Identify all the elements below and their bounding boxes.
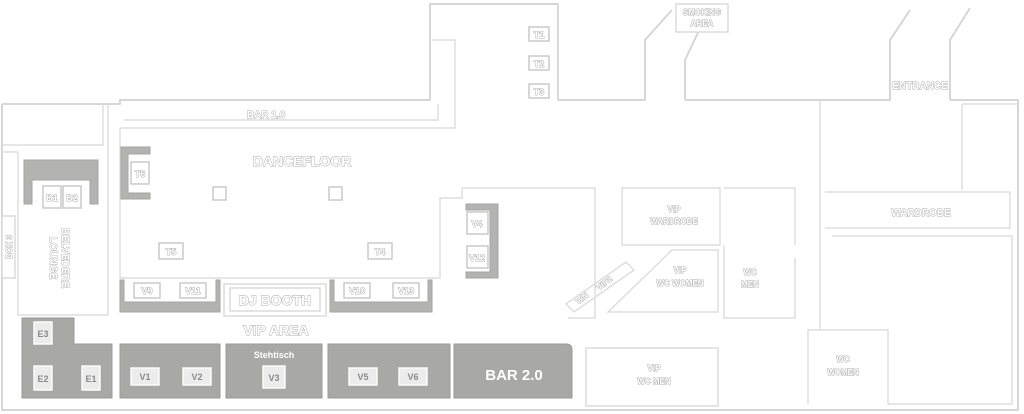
bar-2-label: BAR 2.0 xyxy=(485,367,543,384)
table-V1-label: V1 xyxy=(139,372,150,382)
table-V6-label: V6 xyxy=(407,372,418,382)
vip-wc-women-label-line2: WC WOMEN xyxy=(656,279,703,288)
outer-walls xyxy=(1,3,1019,411)
table-V13[interactable] xyxy=(392,282,420,299)
smoking-area-box xyxy=(675,3,729,33)
table-V1[interactable] xyxy=(130,367,160,386)
vip-wc-men-label-line1: VIP xyxy=(648,364,662,373)
dancefloor-pillar-right xyxy=(328,186,343,201)
table-B2-label: B2 xyxy=(66,193,78,203)
table-T1[interactable] xyxy=(528,26,550,42)
stehtisch-label: Stehtisch xyxy=(254,350,295,360)
table-V13-label: V13 xyxy=(398,286,414,296)
belvedere-label-line1: BELVEDERE xyxy=(59,228,70,289)
table-V9-label: V9 xyxy=(141,286,152,296)
side-room-box xyxy=(1,215,16,279)
wc-women-label-line2: WOMEN xyxy=(827,368,859,377)
table-V3-label: V3 xyxy=(268,373,279,383)
table-V2[interactable] xyxy=(182,367,212,386)
dj-booth-inner[interactable] xyxy=(229,287,321,312)
vip-wc-men-label-line2: WC MEN xyxy=(637,377,671,386)
smoking-area-label-line2: AREA xyxy=(691,19,714,28)
sofa-V9-V11 xyxy=(119,279,221,313)
table-V6[interactable] xyxy=(398,367,428,386)
table-T1-label: T1 xyxy=(534,30,545,40)
table-E2[interactable] xyxy=(33,365,53,391)
wc-men-label-line2: MEN xyxy=(741,280,759,289)
table-V9[interactable] xyxy=(133,282,161,299)
side-room-label: BOX 3 xyxy=(5,234,14,259)
sofa-belvedere xyxy=(23,159,99,205)
vip-wc-women-label-line1: VIP xyxy=(674,266,688,275)
diagonal-bar xyxy=(564,261,636,313)
vip-wardrobe-label-line2: WARDROBE xyxy=(650,217,698,226)
table-B1[interactable] xyxy=(42,185,62,209)
diagonal-label-1: WN xyxy=(574,291,590,306)
table-V2-label: V2 xyxy=(191,372,202,382)
wardrobe-label: WARDROBE xyxy=(891,208,951,219)
table-T6-label: T6 xyxy=(135,169,146,179)
table-V11-label: V11 xyxy=(185,286,201,296)
table-V12-label: V12 xyxy=(469,253,485,263)
vip-wc-men-room xyxy=(585,347,719,407)
table-V3[interactable] xyxy=(262,365,286,389)
bar-1-label: BAR 1.0 xyxy=(247,110,286,121)
entrance-label: ENTRANCE xyxy=(892,81,948,92)
diagonal-label-2: VIP2 xyxy=(595,274,615,292)
table-V10[interactable] xyxy=(343,282,371,299)
table-V4[interactable] xyxy=(466,211,489,235)
table-T5-label: T5 xyxy=(166,247,177,257)
table-V12[interactable] xyxy=(466,245,489,269)
table-V5-label: V5 xyxy=(357,372,368,382)
table-E1[interactable] xyxy=(81,365,101,391)
table-V11[interactable] xyxy=(179,282,207,299)
table-V5[interactable] xyxy=(348,367,378,386)
table-T4-label: T4 xyxy=(375,247,386,257)
vip-wardrobe-label-line1: VIP xyxy=(668,205,682,214)
wc-men-label-line1: WC xyxy=(743,268,757,277)
table-T6[interactable] xyxy=(130,161,150,185)
dj-booth-label: DJ BOOTH xyxy=(239,292,311,308)
vip-area-label: VIP AREA xyxy=(243,322,308,338)
table-E1-label: E1 xyxy=(85,374,96,384)
table-V4-label: V4 xyxy=(471,219,482,229)
table-B1-label: B1 xyxy=(46,193,58,203)
belvedere-label-line2: LOUNGE xyxy=(47,237,58,280)
smoking-area-label-line1: SMOKING xyxy=(683,8,721,17)
table-E3[interactable] xyxy=(33,321,53,345)
dancefloor-label: DANCEFLOOR xyxy=(253,153,352,169)
table-E3-label: E3 xyxy=(37,329,48,339)
table-T2[interactable] xyxy=(528,55,550,71)
sofa-V4-V12 xyxy=(465,203,499,279)
sofa-V10-V13 xyxy=(329,279,433,313)
table-V10-label: V10 xyxy=(349,286,365,296)
table-T3-label: T3 xyxy=(534,87,545,97)
sofa-T6 xyxy=(120,146,151,200)
table-E2-label: E2 xyxy=(37,374,48,384)
table-B2[interactable] xyxy=(62,185,82,209)
table-T4[interactable] xyxy=(367,242,393,260)
wc-women-label-line1: WC xyxy=(836,355,850,364)
dancefloor-pillar-left xyxy=(212,186,227,201)
table-T5[interactable] xyxy=(158,242,184,260)
table-T2-label: T2 xyxy=(534,59,545,69)
table-T3[interactable] xyxy=(528,83,550,99)
